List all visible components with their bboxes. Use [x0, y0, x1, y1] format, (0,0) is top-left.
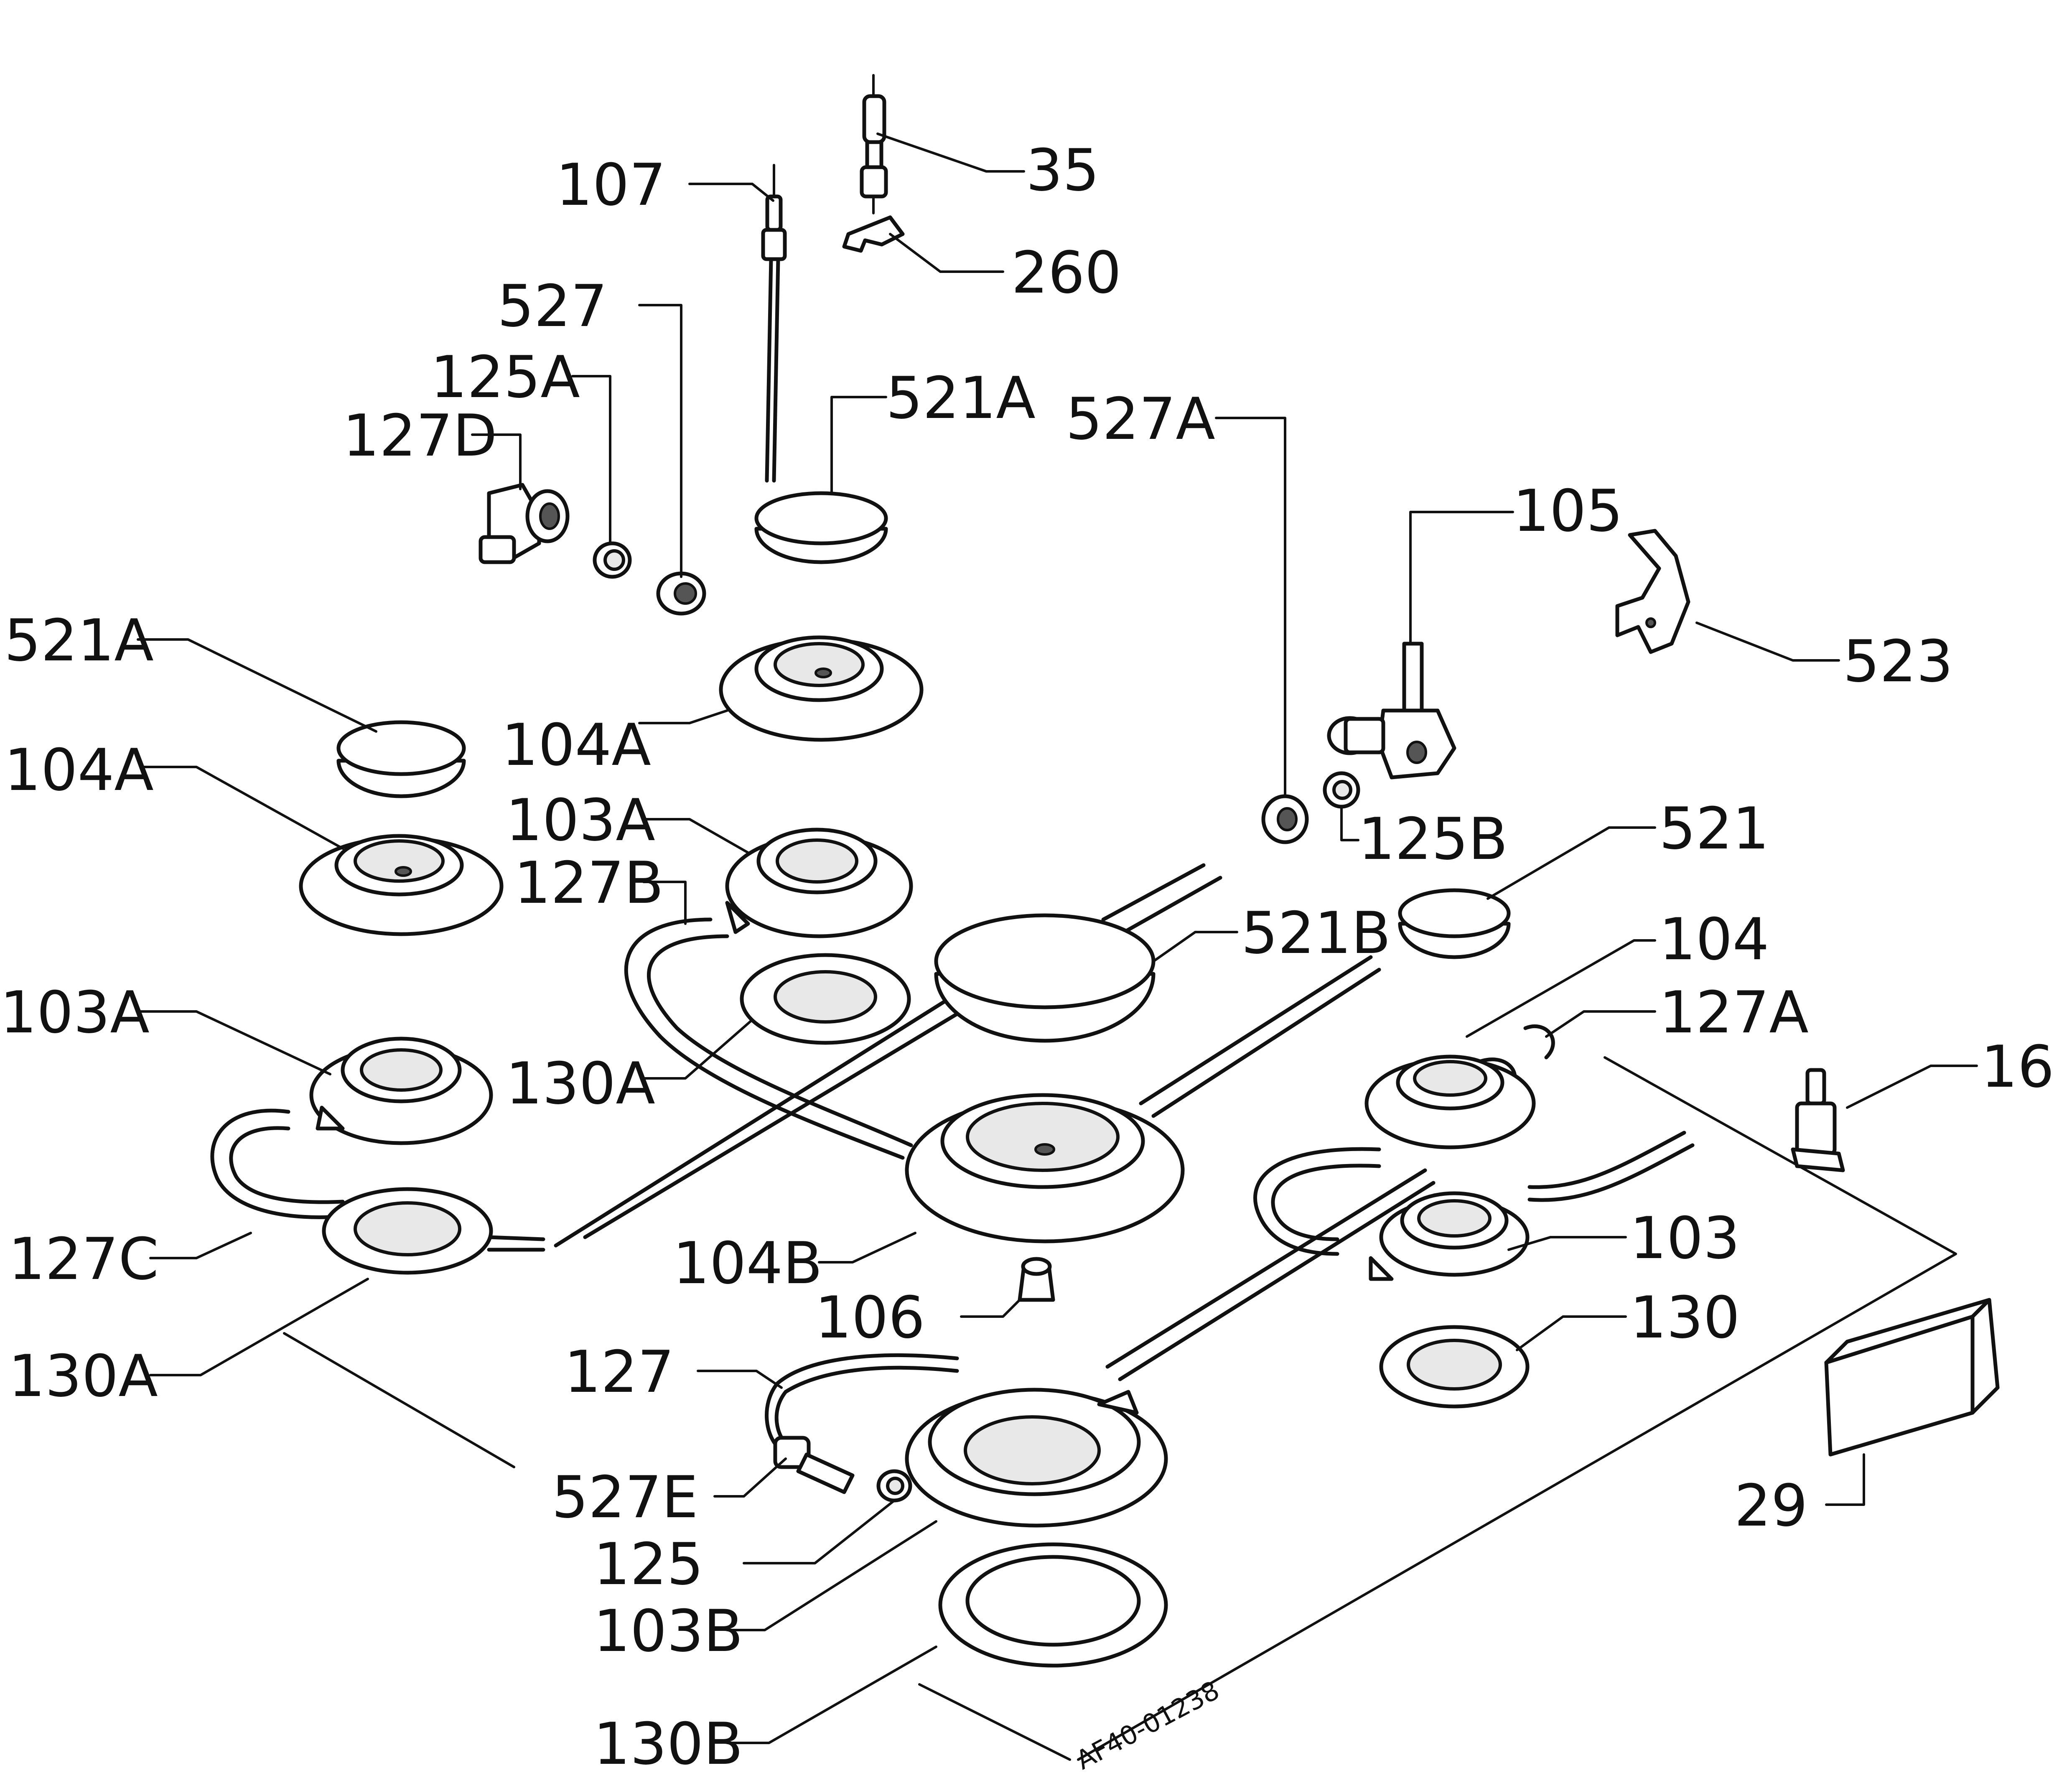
burner-base-103A-center: [725, 828, 913, 938]
label-527E: 527E: [552, 1464, 698, 1531]
burner-crown-104B: [905, 1093, 1185, 1243]
label-127A: 127A: [1659, 979, 1809, 1046]
label-103: 103: [1630, 1205, 1740, 1272]
label-103A-center: 103A: [506, 787, 655, 854]
label-103B: 103B: [593, 1597, 743, 1665]
label-125: 125: [593, 1531, 703, 1598]
label-260: 260: [1011, 239, 1121, 306]
label-130: 130: [1630, 1284, 1740, 1351]
label-130A-left: 130A: [8, 1342, 158, 1410]
part-labels: 35 107 260 527 125A 127D 521A 527A 105 5…: [0, 137, 2054, 1773]
label-104B: 104B: [673, 1230, 822, 1297]
ring-130A-left: [322, 1187, 493, 1275]
label-127: 127: [564, 1338, 674, 1406]
label-104: 104: [1659, 906, 1769, 973]
label-527: 527: [497, 273, 607, 340]
burner-cap-521B: [934, 913, 1156, 1043]
burner-crown-104A-left: [299, 834, 504, 936]
burner-cap-521A-left: [336, 720, 466, 798]
elbow-127D: [479, 483, 570, 564]
label-521A-top: 521A: [886, 364, 1036, 432]
burner-crown-104: [1364, 1055, 1536, 1149]
jet-106: [1018, 1257, 1055, 1302]
label-521A-left: 521A: [4, 607, 154, 674]
burner-base-103: [1369, 1191, 1530, 1281]
ring-130: [1379, 1325, 1530, 1409]
burner-base-103A-left: [309, 1037, 493, 1145]
label-104A-left: 104A: [4, 736, 154, 804]
ring-130B: [938, 1542, 1168, 1668]
thermocouple-107: [761, 164, 787, 483]
burner-crown-104A-center: [719, 635, 924, 742]
ignition-unit-16: [1791, 1068, 1845, 1172]
gas-pipes: [210, 863, 1695, 1452]
switch-box-29: [1824, 1298, 2000, 1457]
burner-base-103B: [905, 1388, 1168, 1528]
label-104A-center: 104A: [501, 711, 651, 779]
connector-527E: [773, 1436, 855, 1494]
hob-outline: [283, 1056, 1957, 1761]
nut-527A: [1261, 794, 1309, 844]
nut-125A: [593, 541, 632, 579]
label-127D: 127D: [343, 402, 497, 469]
label-130A-center: 130A: [506, 1050, 655, 1117]
label-103A-left: 103A: [0, 979, 150, 1046]
nut-125B: [1323, 771, 1360, 809]
label-130B: 130B: [593, 1710, 743, 1773]
label-29: 29: [1734, 1472, 1808, 1539]
label-521: 521: [1659, 795, 1769, 862]
label-521B: 521B: [1241, 899, 1391, 967]
label-125B: 125B: [1358, 805, 1508, 873]
burner-cap-521A-top: [754, 491, 888, 564]
ignition-plug-35: [860, 74, 888, 214]
label-127B: 127B: [514, 849, 664, 917]
gas-valve-105: [1327, 642, 1456, 780]
label-125A: 125A: [430, 344, 580, 411]
label-35: 35: [1026, 137, 1100, 204]
leader-lines: [137, 132, 1978, 1744]
nut-527: [656, 571, 706, 616]
clip-260: [842, 215, 905, 253]
drawing-reference-code: AF40-01238: [1071, 1675, 1224, 1773]
label-527A: 527A: [1066, 385, 1215, 453]
label-107: 107: [556, 151, 666, 219]
label-106: 106: [815, 1284, 925, 1351]
ring-130A-center: [740, 953, 911, 1045]
burner-cap-521: [1398, 888, 1511, 959]
label-16: 16: [1981, 1033, 2054, 1100]
bracket-523: [1615, 529, 1690, 654]
label-105: 105: [1513, 477, 1623, 545]
label-523: 523: [1843, 628, 1953, 695]
nut-125: [876, 1469, 912, 1503]
label-127C: 127C: [8, 1225, 159, 1293]
